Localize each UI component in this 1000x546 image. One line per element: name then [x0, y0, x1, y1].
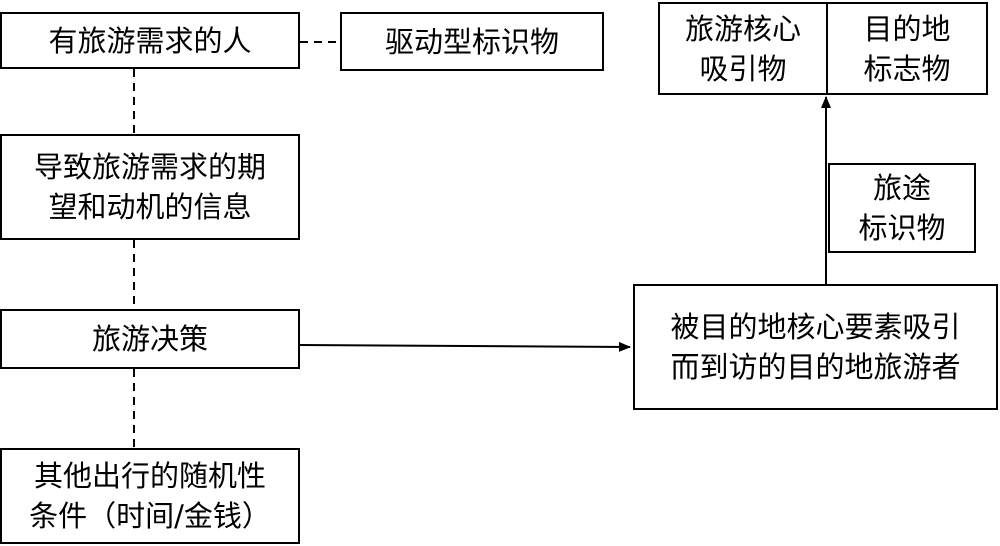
node-destination-landmark-line-2: 标志物	[863, 51, 951, 86]
node-core-attraction-line-1: 旅游核心	[684, 11, 801, 46]
node-enroute-marker-line-2: 标识物	[858, 211, 946, 245]
node-enroute-marker: 旅途 标识物	[828, 163, 976, 253]
node-core-and-landmark: 旅游核心 吸引物 目的地 标志物	[658, 2, 988, 95]
arrow-decision-to-tourist	[299, 341, 631, 352]
node-tourism-decision: 旅游决策	[0, 309, 300, 369]
node-tourism-demand-people: 有旅游需求的人	[0, 12, 300, 69]
node-expectation-motivation-info: 导致旅游需求的期 望和动机的信息	[0, 134, 300, 240]
node-enroute-marker-line-1: 旅途	[872, 171, 931, 205]
node-expectation-motivation-info-line-2: 望和动机的信息	[48, 190, 252, 224]
node-core-attraction-line-2: 吸引物	[699, 51, 787, 86]
node-expectation-motivation-info-line-1: 导致旅游需求的期	[33, 150, 266, 184]
node-destination-landmark-line-1: 目的地	[863, 11, 951, 46]
node-core-attraction: 旅游核心 吸引物	[660, 4, 828, 93]
node-attracted-tourist: 被目的地核心要素吸引 而到访的目的地旅游者	[633, 284, 998, 410]
node-driving-marker-label: 驱动型标识物	[384, 24, 559, 59]
node-random-conditions: 其他出行的随机性 条件（时间/金钱）	[0, 448, 300, 544]
node-attracted-tourist-line-1: 被目的地核心要素吸引	[670, 310, 961, 344]
node-driving-marker: 驱动型标识物	[340, 12, 604, 71]
node-destination-landmark: 目的地 标志物	[828, 4, 986, 93]
node-random-conditions-line-1: 其他出行的随机性	[33, 459, 266, 493]
node-attracted-tourist-line-2: 而到访的目的地旅游者	[670, 350, 961, 384]
node-tourism-demand-people-label: 有旅游需求的人	[48, 23, 252, 58]
node-tourism-decision-label: 旅游决策	[91, 322, 208, 356]
node-random-conditions-line-2: 条件（时间/金钱）	[29, 499, 271, 533]
